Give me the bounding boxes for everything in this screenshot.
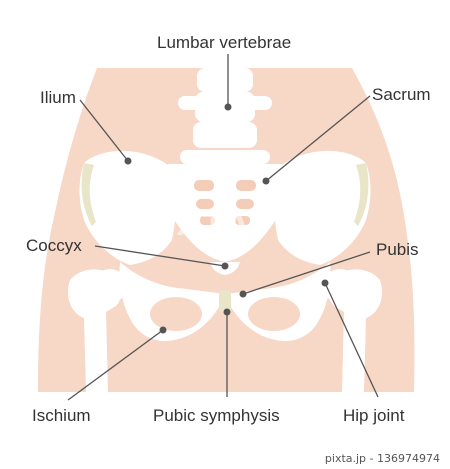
dot-coccyx [221,262,229,270]
sacral-foramina [194,180,256,225]
label-pubis: Pubis [376,240,419,259]
dot-ischium [159,326,167,334]
lumbar-vertebrae [178,68,272,164]
femoral-head-right [323,269,357,303]
leader-sacrum [265,95,371,182]
dot-sacrum [262,177,270,185]
label-lumbar-vertebrae: Lumbar vertebrae [157,33,292,52]
label-ischium: Ischium [32,406,91,425]
obturator-left [150,297,202,331]
obturator-right [248,297,300,331]
leader-hip-joint [324,282,379,398]
leader-ilium [79,99,129,162]
label-sacrum: Sacrum [372,85,431,104]
label-hip-joint: Hip joint [343,406,405,425]
leader-coccyx [94,245,226,267]
sacrum [162,164,288,262]
femoral-head-left [93,269,127,303]
ilium-right [274,150,371,265]
label-pubic-symphysis: Pubic symphysis [153,406,280,425]
dot-hip-joint [321,279,329,287]
dot-ilium [124,157,132,165]
ilium-right-rim [354,163,369,226]
stock-credit: pixta.jp - 136974974 [324,452,440,465]
leader-ischium [67,329,164,401]
watermark: PIXTA [135,208,253,243]
dot-pubic-symphysis [223,308,231,316]
leader-pubis [242,251,371,295]
label-ilium: Ilium [40,88,76,107]
symphysis-cartilage [219,290,231,312]
ilium-left-rim [81,163,96,226]
ilium-left [79,150,176,265]
label-coccyx: Coccyx [26,236,82,255]
dot-lumbar [224,103,232,111]
dot-pubis [239,290,247,298]
